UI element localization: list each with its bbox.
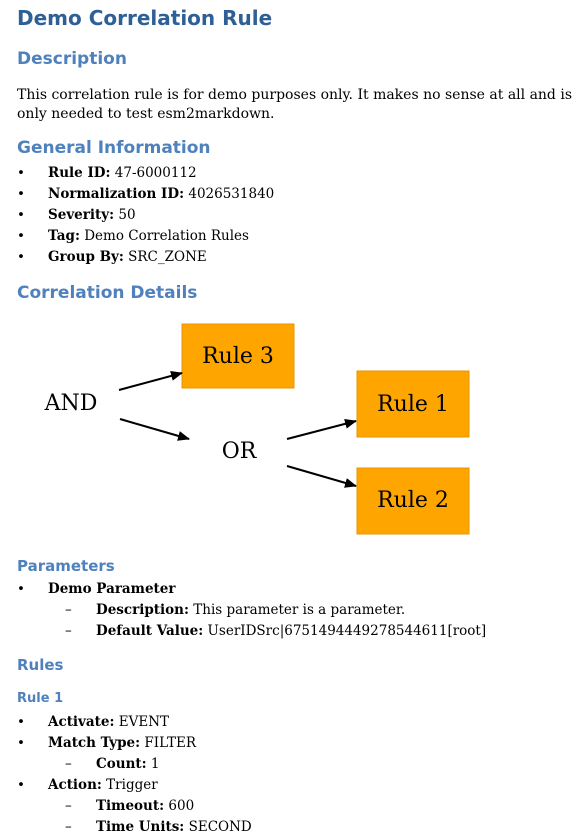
list-item: Activate: EVENT — [0, 712, 252, 733]
list-item: Severity: 50 — [0, 205, 274, 226]
rule-3-node — [181, 323, 295, 389]
rule-1-node — [356, 370, 470, 438]
item-key: Tag: — [48, 228, 80, 244]
item-value: 50 — [118, 207, 136, 223]
item-value: EVENT — [118, 714, 170, 730]
general-information-heading: General Information — [17, 138, 211, 158]
rule-1-list: Activate: EVENT Match Type: FILTER Count… — [0, 712, 252, 838]
item-value: 4026531840 — [188, 186, 275, 202]
item-key: Severity: — [48, 207, 115, 223]
and-to-or-edge — [119, 418, 190, 441]
list-item: Group By: SRC_ZONE — [0, 247, 274, 268]
item-key: Group By: — [48, 249, 124, 265]
item-value: 600 — [168, 798, 195, 814]
item-key: Count: — [96, 756, 147, 772]
description-text: This correlation rule is for demo purpos… — [17, 87, 573, 122]
item-key: Time Units: — [96, 819, 185, 835]
page-title: Demo Correlation Rule — [17, 6, 273, 30]
list-item: Description: This parameter is a paramet… — [48, 600, 486, 621]
item-value: FILTER — [144, 735, 196, 751]
list-item: Match Type: FILTER Count: 1 — [0, 733, 252, 775]
rules-heading: Rules — [17, 656, 64, 674]
and-to-rule3-edge — [118, 371, 183, 391]
item-value: SECOND — [188, 819, 252, 835]
list-item: Normalization ID: 4026531840 — [0, 184, 274, 205]
parameter-name: Demo Parameter — [48, 581, 176, 597]
item-value: This parameter is a parameter. — [193, 602, 406, 618]
correlation-diagram: Rule 3 Rule 1 Rule 2 AND OR — [44, 323, 470, 535]
item-value: Trigger — [106, 777, 158, 793]
list-item: Demo Parameter Description: This paramet… — [0, 579, 486, 642]
item-key: Match Type: — [48, 735, 141, 751]
item-key: Default Value: — [96, 623, 204, 639]
list-item: Count: 1 — [48, 754, 252, 775]
or-to-rule2-edge — [286, 465, 357, 488]
item-key: Rule ID: — [48, 165, 111, 181]
correlation-details-heading: Correlation Details — [17, 283, 198, 303]
general-information-list: Rule ID: 47-6000112 Normalization ID: 40… — [0, 163, 274, 268]
description-heading: Description — [17, 49, 127, 69]
parameters-list: Demo Parameter Description: This paramet… — [0, 579, 486, 642]
item-key: Activate: — [48, 714, 115, 730]
list-item: Tag: Demo Correlation Rules — [0, 226, 274, 247]
item-key: Action: — [48, 777, 102, 793]
match-details: Count: 1 — [48, 754, 252, 775]
item-value: UserIDSrc|6751494449278544611[root] — [207, 623, 487, 639]
rule-2-label: Rule 2 — [377, 488, 449, 513]
rule-1-label: Rule 1 — [377, 392, 449, 417]
item-key: Description: — [96, 602, 189, 618]
action-details: Timeout: 600 Time Units: SECOND — [48, 796, 252, 838]
list-item: Time Units: SECOND — [48, 817, 252, 838]
and-node-label: AND — [44, 391, 98, 416]
list-item: Default Value: UserIDSrc|675149444927854… — [48, 621, 486, 642]
or-to-rule1-edge — [286, 418, 357, 440]
item-value: 47-6000112 — [114, 165, 197, 181]
list-item: Action: Trigger Timeout: 600 Time Units:… — [0, 775, 252, 838]
or-node-label: OR — [222, 439, 258, 464]
list-item: Rule ID: 47-6000112 — [0, 163, 274, 184]
rule-3-label: Rule 3 — [202, 344, 274, 369]
item-value: Demo Correlation Rules — [84, 228, 249, 244]
rule-1-heading: Rule 1 — [17, 691, 64, 706]
item-value: SRC_ZONE — [128, 249, 207, 265]
parameters-heading: Parameters — [17, 557, 115, 575]
item-key: Timeout: — [96, 798, 165, 814]
rule-2-node — [356, 467, 470, 535]
item-key: Normalization ID: — [48, 186, 185, 202]
list-item: Timeout: 600 — [48, 796, 252, 817]
item-value: 1 — [150, 756, 160, 772]
parameter-details: Description: This parameter is a paramet… — [48, 600, 486, 642]
